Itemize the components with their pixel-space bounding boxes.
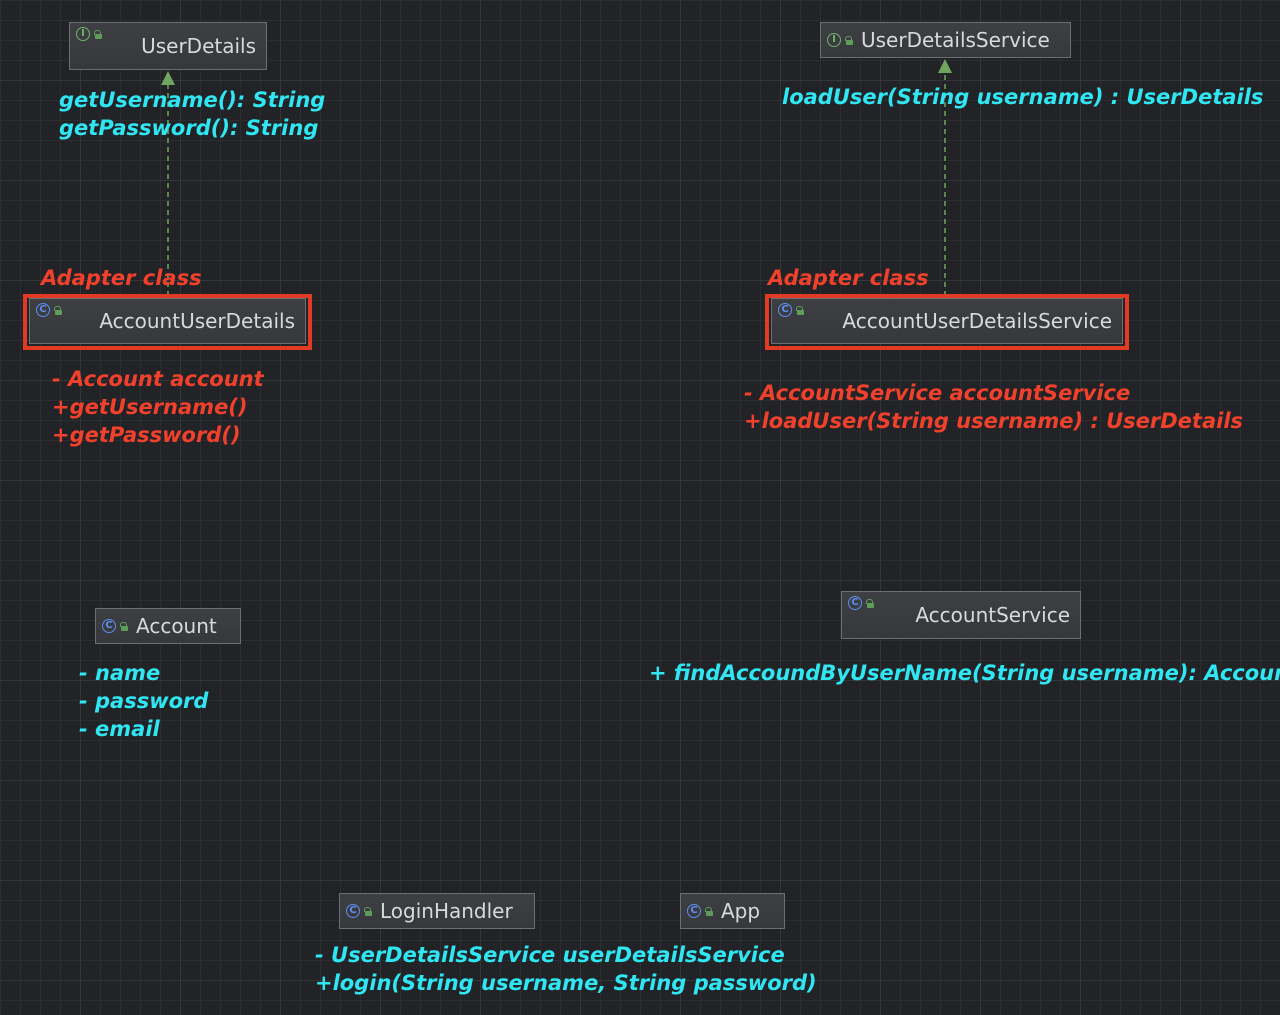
note-account-service-methods: + findAccoundByUserName(String username)… <box>649 661 1280 685</box>
highlight-box-account-user-details-service <box>765 294 1129 350</box>
node-account-user-details[interactable]: C AccountUserDetails <box>29 298 306 344</box>
node-label: Account <box>136 614 217 638</box>
node-label: UserDetails <box>141 34 256 58</box>
note-account-fields: - name - password - email <box>79 661 209 741</box>
lock-icon <box>53 305 62 315</box>
class-icon: C <box>36 303 50 317</box>
adapter-class-label-right: Adapter class <box>768 266 929 290</box>
class-icon: C <box>778 303 792 317</box>
lock-icon <box>363 906 372 916</box>
class-icon: C <box>687 904 701 918</box>
node-login-handler[interactable]: C LoginHandler <box>339 893 535 929</box>
node-account[interactable]: C Account <box>95 608 241 644</box>
node-label: AccountUserDetailsService <box>842 309 1112 333</box>
node-label: LoginHandler <box>380 899 513 923</box>
node-label: AccountUserDetails <box>99 309 295 333</box>
lock-icon <box>119 621 128 631</box>
adapter-class-label-left: Adapter class <box>41 266 202 290</box>
class-icon: C <box>848 596 862 610</box>
note-account-user-details-service-members: - AccountService accountService +loadUse… <box>744 381 1244 433</box>
node-user-details-service[interactable]: I UserDetailsService <box>820 22 1071 58</box>
node-account-user-details-service[interactable]: C AccountUserDetailsService <box>771 298 1123 344</box>
highlight-box-account-user-details <box>23 294 312 350</box>
node-account-service[interactable]: C AccountService <box>841 591 1081 639</box>
note-login-handler-members: - UserDetailsService userDetailsService … <box>315 943 817 995</box>
arrow-head-user-details <box>161 71 175 85</box>
note-account-user-details-members: - Account account +getUsername() +getPas… <box>52 367 264 447</box>
node-label: AccountService <box>915 603 1070 627</box>
arrow-head-user-details-service <box>938 59 952 73</box>
class-icon: C <box>346 904 360 918</box>
note-user-details-service-methods: loadUser(String username) : UserDetails <box>782 85 1264 109</box>
lock-icon <box>704 906 713 916</box>
note-user-details-methods: getUsername(): String getPassword(): Str… <box>59 88 326 140</box>
class-icon: C <box>102 619 116 633</box>
lock-icon <box>844 35 853 45</box>
node-label: App <box>721 899 761 923</box>
lock-icon <box>865 598 874 608</box>
interface-icon: I <box>76 27 90 41</box>
lock-icon <box>795 305 804 315</box>
node-label: UserDetailsService <box>861 28 1050 52</box>
node-user-details[interactable]: I UserDetails <box>69 22 267 70</box>
node-app[interactable]: C App <box>680 893 785 929</box>
interface-icon: I <box>827 33 841 47</box>
lock-icon <box>93 29 102 39</box>
